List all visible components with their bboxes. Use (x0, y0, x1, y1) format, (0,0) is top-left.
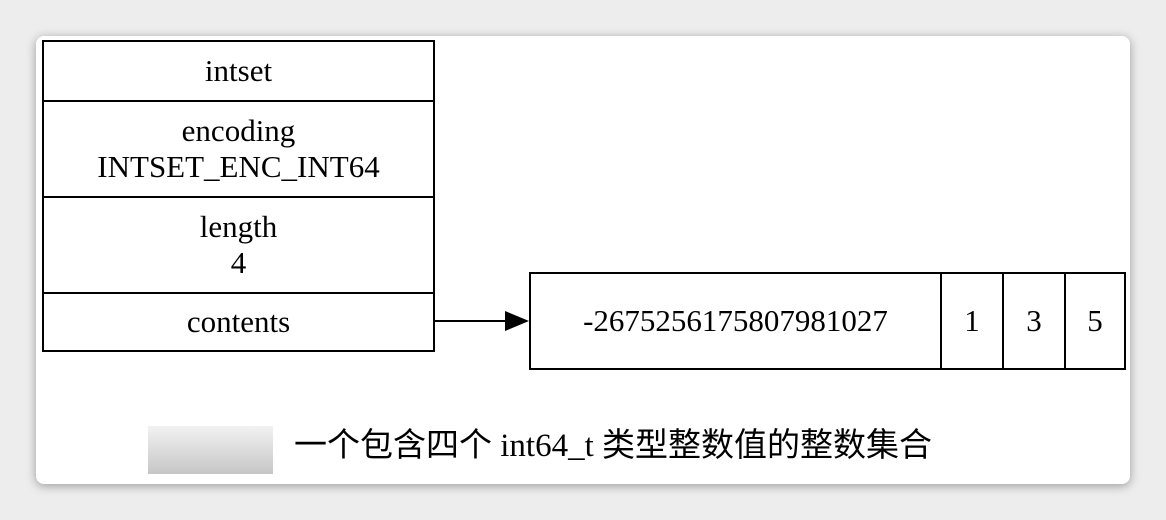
caption-swatch (148, 426, 273, 474)
array-cell: 1 (942, 274, 1004, 368)
contents-field: contents (44, 294, 433, 350)
length-field: length 4 (44, 198, 433, 294)
contents-label: contents (186, 304, 291, 339)
intset-struct: intset encoding INTSET_ENC_INT64 length … (42, 40, 435, 352)
length-label: length (199, 209, 278, 244)
figure-caption: 一个包含四个 int64_t 类型整数值的整数集合 (294, 428, 933, 464)
intset-title-field: intset (44, 42, 433, 102)
encoding-value: INTSET_ENC_INT64 (97, 149, 380, 184)
contents-array: -2675256175807981027 1 3 5 (529, 272, 1126, 370)
length-value: 4 (230, 245, 247, 280)
encoding-field: encoding INTSET_ENC_INT64 (44, 102, 433, 198)
array-cell: 5 (1087, 303, 1103, 338)
encoding-label: encoding (181, 113, 296, 148)
arrow-head (505, 311, 529, 331)
array-cell: 3 (1004, 274, 1066, 368)
array-cell: -2675256175807981027 (531, 274, 942, 368)
intset-title: intset (204, 53, 273, 88)
